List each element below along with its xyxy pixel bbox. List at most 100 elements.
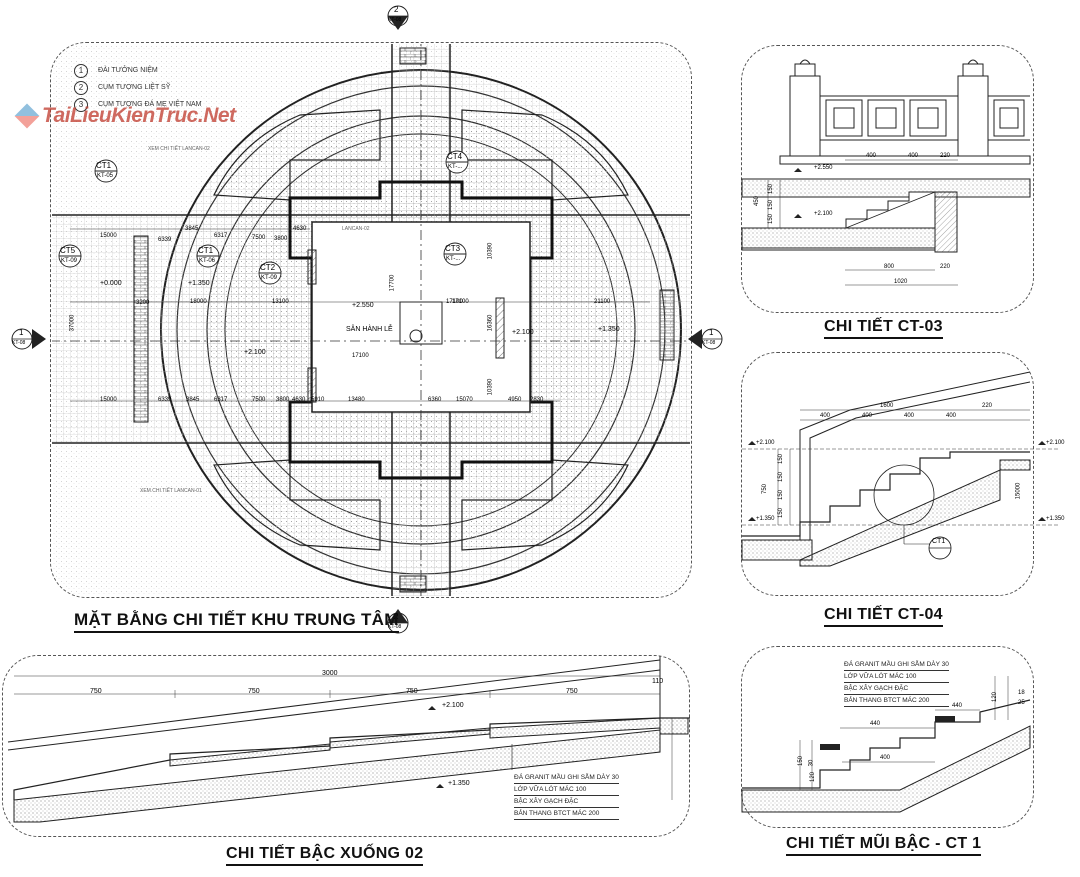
ct03-dim-7: 150 xyxy=(768,183,775,195)
dim-inner-6: 37000 xyxy=(69,314,76,332)
level-1350-left: +1.350 xyxy=(188,280,210,287)
dim-mid-4: 21100 xyxy=(594,299,611,305)
dim-bottom-5: 3800 xyxy=(276,397,290,403)
plan-callout-ct5: CT5 xyxy=(60,246,76,255)
note-line: BẬC XÂY GẠCH ĐẶC xyxy=(514,796,619,808)
note-line: BẢN THANG BTCT MÁC 200 xyxy=(514,808,619,820)
steps02-dim-3: 750 xyxy=(406,688,418,695)
plan-legend: 1 ĐÀI TƯỞNG NIỆM 2 CỤM TƯỢNG LIỆT SỸ 3 C… xyxy=(74,62,202,113)
legend-item: 3 CỤM TƯỢNG ĐÁ MẸ VIỆT NAM xyxy=(74,96,202,113)
steps02-dim-1: 750 xyxy=(90,688,102,695)
dim-top-4: 7500 xyxy=(252,235,266,241)
ct04-dim-3: 400 xyxy=(904,413,915,419)
section-mark-left xyxy=(11,328,46,350)
ct04-panel xyxy=(741,352,1034,596)
ct1-dim-7: 18 xyxy=(1018,690,1025,696)
ct04-dim-5: 220 xyxy=(982,403,993,409)
dim-top-6: 4630 xyxy=(293,226,307,232)
dim-mid-3: 17100 xyxy=(446,299,463,305)
ct04-dim-10: 750 xyxy=(762,483,769,495)
plan-panel xyxy=(50,42,692,598)
note-lancan-01: XEM CHI TIẾT LANCAN-01 xyxy=(140,488,202,494)
ct03-panel xyxy=(741,45,1034,313)
dim-bottom-3: 6317 xyxy=(214,397,228,403)
steps02-level-1350: +1.350 xyxy=(448,780,470,787)
plan-callout-ct1b: CT1 xyxy=(198,246,214,255)
ct1-title: CHI TIẾT MŨI BẬC - CT 1 xyxy=(786,835,982,856)
ct04-level-3: +1.350 xyxy=(1046,516,1065,522)
plan-callout-ct4: CT4 xyxy=(447,152,463,161)
ct03-dim-1: 400 xyxy=(908,153,919,159)
steps02-dim-5: 110 xyxy=(652,678,664,685)
ct1-dim-0: 440 xyxy=(870,721,881,727)
dim-mid-1: 18000 xyxy=(190,299,207,305)
ct03-dim-0: 400 xyxy=(866,153,877,159)
ct1-dim-4: 120 xyxy=(810,771,817,783)
legend-item: 1 ĐÀI TƯỞNG NIỆM xyxy=(74,62,202,79)
dim-top-0: 15000 xyxy=(100,233,117,239)
callout-bubbles xyxy=(58,150,469,285)
legend-item: 2 CỤM TƯỢNG LIỆT SỸ xyxy=(74,79,202,96)
plan-callout-ct2-sheet: KT-09 xyxy=(261,275,278,281)
ct1-dim-2: 400 xyxy=(880,755,891,761)
steps02-dim-4: 750 xyxy=(566,688,578,695)
note-lancan-02: LANCAN-02 xyxy=(342,226,370,232)
dim-bottom-11: 4950 xyxy=(508,397,522,403)
dim-bottom-2: 3845 xyxy=(186,397,200,403)
dim-inner-0: 17100 xyxy=(452,299,469,305)
ct04-dim-8: 150 xyxy=(778,489,785,501)
steps02-notes: ĐÁ GRANIT MẦU GHI SẪM DÀY 30 LỚP VỮA LÓT… xyxy=(514,772,619,820)
ct1-dim-5: 30 xyxy=(808,759,815,767)
dim-bottom-12: 2830 xyxy=(530,397,544,403)
legend-num: 2 xyxy=(74,80,88,95)
ct1-dim-3: 150 xyxy=(798,755,805,767)
legend-label: CỤM TƯỢNG ĐÁ MẸ VIỆT NAM xyxy=(98,101,202,108)
logo-icon xyxy=(14,104,40,129)
dim-inner-5: 17700 xyxy=(389,274,396,292)
ct03-dim-3: 800 xyxy=(884,264,895,270)
section-sheet-right: KT-08 xyxy=(702,340,716,346)
ct04-dim-4: 400 xyxy=(946,413,957,419)
section-num-bottom: 2 xyxy=(394,612,399,621)
ct04-level-1: +2.100 xyxy=(1046,440,1065,446)
ct04-dim-2: 400 xyxy=(862,413,873,419)
dim-mid-2: 13100 xyxy=(272,299,289,305)
plan-callout-ct4-sheet: KT-... xyxy=(448,164,463,170)
ct03-level-2550: +2.550 xyxy=(814,165,833,171)
section-num-right: 1 xyxy=(709,328,714,337)
dim-bottom-6: 4630 xyxy=(292,397,306,403)
ct04-level-2: +1.350 xyxy=(756,516,775,522)
note-line: BẬC XÂY GẠCH ĐẶC xyxy=(844,683,949,695)
note-line: BẢN THANG BTCT MÁC 200 xyxy=(844,695,949,707)
dim-inner-2: 10390 xyxy=(487,242,494,260)
ct04-level-0: +2.100 xyxy=(756,440,775,446)
section-mark-right xyxy=(688,328,723,350)
section-num-top: 2 xyxy=(394,5,399,14)
ct03-dim-6: 450 xyxy=(754,195,761,207)
dim-top-3: 6317 xyxy=(214,233,228,239)
watermark-logo: TaiLieuKienTruc.Net xyxy=(14,104,236,129)
center-label: SÂN HÀNH LỄ xyxy=(346,326,393,333)
dim-bottom-0: 15000 xyxy=(100,397,117,403)
dim-bottom-4: 7500 xyxy=(252,397,266,403)
plan-callout-ct1b-sheet: KT-06 xyxy=(199,258,216,264)
steps02-title: CHI TIẾT BẬC XUỐNG 02 xyxy=(226,845,424,866)
ct03-dim-4: 220 xyxy=(940,264,951,270)
ct03-title: CHI TIẾT CT-03 xyxy=(824,318,943,339)
ct1-dim-1: 440 xyxy=(952,703,963,709)
plan-callout-ct1: CT1 xyxy=(96,161,112,170)
note-line: ĐÁ GRANIT MẦU GHI SẪM DÀY 30 xyxy=(844,659,949,671)
ct04-callout: CT1 xyxy=(932,538,946,545)
dim-inner-4: 16360 xyxy=(487,314,494,332)
dim-bottom-9: 6360 xyxy=(428,397,442,403)
plan-callout-ct3: CT3 xyxy=(445,244,461,253)
ct04-dim-9: 150 xyxy=(778,507,785,519)
level-2550: +2.550 xyxy=(352,302,374,309)
note-line: LỚP VỮA LÓT MÁC 100 xyxy=(844,671,949,683)
plan-callout-ct1-sheet: KT-05 xyxy=(97,173,114,179)
legend-num: 1 xyxy=(74,63,88,78)
section-mark-bottom xyxy=(387,609,409,634)
section-mark-top xyxy=(387,5,409,30)
section-num-left: 1 xyxy=(19,328,24,337)
